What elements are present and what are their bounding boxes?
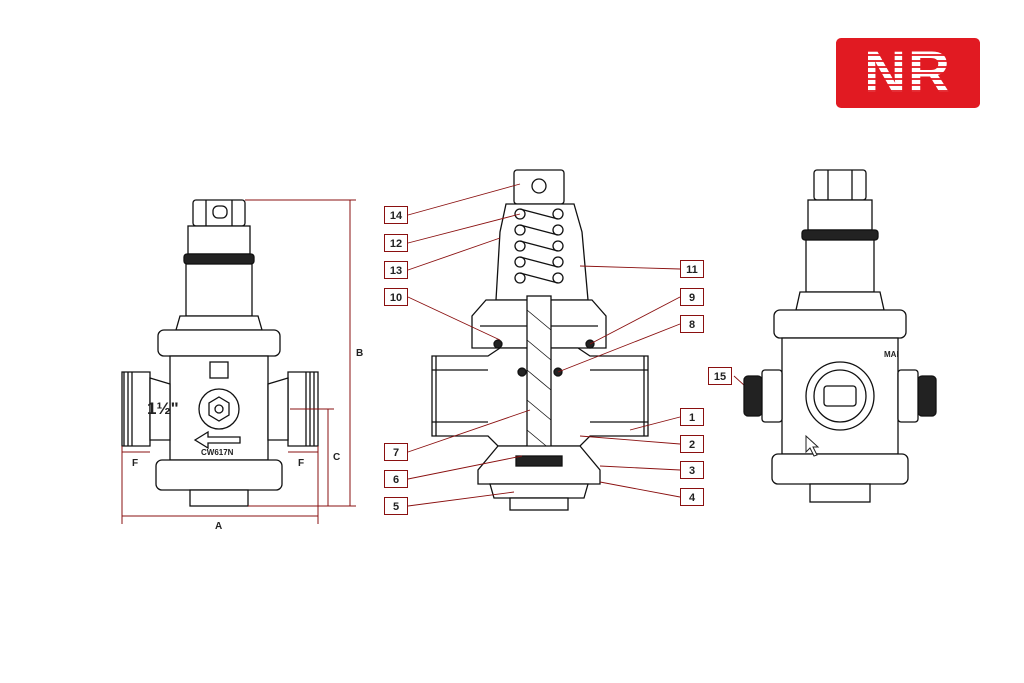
dim-b-label: B — [356, 348, 363, 359]
front-spring-housing — [185, 263, 253, 317]
right-upper-band — [773, 309, 907, 339]
flow-arrow — [193, 430, 241, 450]
leader-lines — [407, 183, 757, 507]
dim-f-right-label: F — [298, 458, 304, 469]
right-gauge-right — [917, 375, 937, 417]
callout-10: 10 — [384, 288, 408, 306]
front-lower-band — [155, 459, 283, 491]
right-knurl-ring — [801, 229, 879, 241]
callout-14: 14 — [384, 206, 408, 224]
callout-13: 13 — [384, 261, 408, 279]
right-view — [743, 169, 937, 503]
front-view — [121, 199, 319, 507]
callout-11: 11 — [680, 260, 704, 278]
front-knurl-ring — [183, 253, 255, 265]
callout-15: 15 — [708, 367, 732, 385]
dim-a-label: A — [215, 521, 222, 532]
right-lower-band — [771, 453, 909, 485]
front-size-mark: 1½" — [147, 399, 179, 418]
front-inlet — [121, 371, 151, 447]
section-bottom-cap — [509, 497, 569, 511]
front-upper-band — [157, 329, 281, 357]
callout-8: 8 — [680, 315, 704, 333]
right-gauge-left — [743, 375, 763, 417]
nr-logo: NR — [836, 38, 980, 108]
spring — [514, 208, 564, 284]
front-material-mark: CW617N — [201, 448, 234, 457]
callout-5: 5 — [384, 497, 408, 515]
dim-f-left-label: F — [132, 458, 138, 469]
section-spring-housing — [495, 203, 589, 301]
front-drain-plug — [189, 489, 249, 507]
front-dimensions — [121, 199, 356, 524]
cursor-icon — [805, 434, 820, 457]
right-spring-housing — [805, 239, 875, 293]
callout-1: 1 — [680, 408, 704, 426]
callout-9: 9 — [680, 288, 704, 306]
right-mark: MAI — [884, 350, 899, 359]
front-bonnet — [187, 225, 251, 255]
callout-12: 12 — [384, 234, 408, 252]
dim-c-label: C — [333, 452, 340, 463]
callout-3: 3 — [680, 461, 704, 479]
callout-7: 7 — [384, 443, 408, 461]
section-view — [431, 169, 649, 511]
logo-stripes — [836, 38, 980, 108]
right-cap — [813, 169, 867, 201]
callout-2: 2 — [680, 435, 704, 453]
callout-6: 6 — [384, 470, 408, 488]
callout-4: 4 — [680, 488, 704, 506]
right-drain-plug — [809, 483, 871, 503]
